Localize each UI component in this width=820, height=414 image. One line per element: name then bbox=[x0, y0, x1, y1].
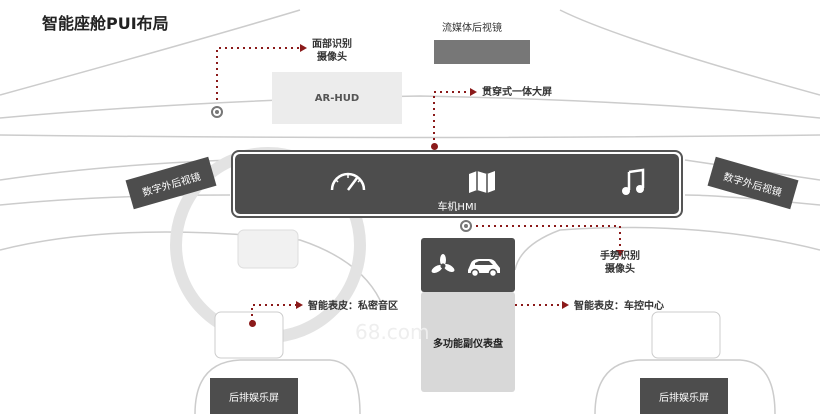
ar-hud: AR-HUD bbox=[272, 72, 402, 124]
speedometer-icon bbox=[330, 172, 366, 191]
wide-screen: 车机HMI bbox=[231, 150, 683, 218]
wide-screen-display: 车机HMI bbox=[235, 154, 679, 214]
streaming-mirror-label: 流媒体后视镜 bbox=[442, 23, 502, 34]
rear-screen-right: 后排娱乐屏 bbox=[640, 378, 728, 414]
map-icon bbox=[469, 171, 495, 193]
camera-icon bbox=[460, 220, 472, 232]
smart-surface-control-label: 智能表皮：车控中心 bbox=[574, 301, 664, 312]
smart-surface-panel bbox=[421, 238, 515, 292]
streaming-mirror bbox=[434, 40, 530, 64]
music-note-icon bbox=[622, 168, 645, 195]
fan-icon bbox=[431, 254, 455, 273]
audio-zone-marker bbox=[249, 320, 256, 327]
watermark: 68.com bbox=[355, 320, 430, 344]
wide-screen-label: 贯穿式一体大屏 bbox=[482, 87, 552, 98]
passenger-cluster: 多功能副仪表盘 bbox=[421, 292, 515, 392]
hmi-label: 车机HMI bbox=[437, 202, 477, 213]
car-icon bbox=[468, 259, 500, 278]
gesture-camera-label: 手势识别 摄像头 bbox=[600, 251, 640, 275]
camera-icon bbox=[211, 106, 223, 118]
wide-screen-marker bbox=[431, 143, 438, 150]
page-title: 智能座舱PUI布局 bbox=[42, 14, 169, 33]
rear-screen-left: 后排娱乐屏 bbox=[210, 378, 298, 414]
face-camera-label: 面部识别 摄像头 bbox=[312, 39, 352, 63]
smart-surface-audio-label: 智能表皮：私密音区 bbox=[308, 301, 398, 312]
